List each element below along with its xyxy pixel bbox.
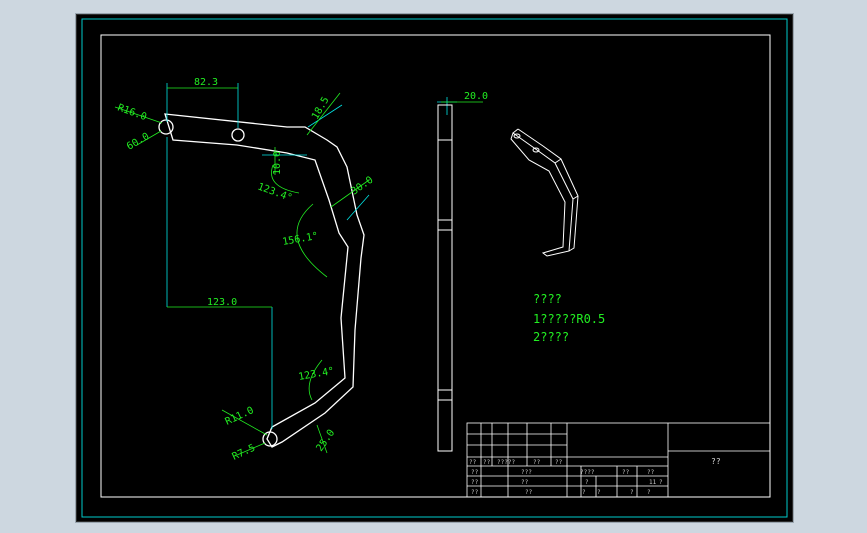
dim-r11: R11.0 xyxy=(224,405,256,428)
tb-row4-c: ? xyxy=(630,489,634,496)
lever-outline xyxy=(158,113,365,448)
tb-row2-c: ???? xyxy=(580,469,595,476)
tb-row1-c4: ?? xyxy=(533,459,541,466)
inner-frame xyxy=(100,34,771,498)
extension-lines xyxy=(166,83,457,429)
tb-row3-b: ?? xyxy=(521,479,529,486)
tb-row4-f: ? xyxy=(659,479,663,486)
dim-r7-5: R7.5 xyxy=(231,443,257,463)
dim-123-4-bottom: 123.4° xyxy=(298,366,335,383)
tb-row2-e: ?? xyxy=(647,469,655,476)
tb-row4-d: ? xyxy=(647,489,651,496)
tb-row2-b: ??? xyxy=(521,469,532,476)
tb-row3-d: ? xyxy=(597,489,601,496)
tb-part-name: ?? xyxy=(711,457,721,466)
dim-30: 30.0 xyxy=(349,175,375,198)
tb-row4-e: ? xyxy=(585,479,589,486)
tb-row4-a: ?? xyxy=(471,489,479,496)
dim-25: 25.0 xyxy=(314,428,337,454)
note-line-2: 1?????R0.5 xyxy=(533,312,605,326)
dim-r16: R16.0 xyxy=(116,102,148,123)
title-block xyxy=(466,422,771,498)
note-line-1: ???? xyxy=(533,292,562,306)
dim-20: 20.0 xyxy=(464,91,488,102)
drawing-sheet: 82.3 R16.0 60.0 10.0 18.5 123.4° 30.0 15… xyxy=(76,14,793,522)
dim-156-1: 156.1° xyxy=(282,231,319,248)
tb-row1-c1: ?? xyxy=(469,459,477,466)
tb-row1-c5: ?? xyxy=(555,459,563,466)
tb-row3-a: ?? xyxy=(471,479,479,486)
tb-row1-c2: ?? xyxy=(483,459,491,466)
dim-123-4-top: 123.4° xyxy=(256,181,294,204)
tb-row3-e: 11 xyxy=(649,479,657,486)
isometric-view xyxy=(510,128,579,257)
tb-row3-c: ? xyxy=(582,489,586,496)
dim-82-3: 82.3 xyxy=(194,77,218,88)
dim-10: 10.0 xyxy=(272,151,283,175)
dimension-lines xyxy=(114,87,483,456)
tb-row1-c3: ????? xyxy=(497,459,515,466)
tb-row2-a: ?? xyxy=(471,469,479,476)
side-view xyxy=(437,104,453,452)
title-block-text: ?? ?? ????? ?? ?? ?? ??? ???? ?? ?? ?? ?… xyxy=(469,457,721,496)
tb-row4-b: ?? xyxy=(525,489,533,496)
dim-60: 60.0 xyxy=(125,131,151,153)
outer-frame xyxy=(81,18,788,518)
note-line-3: 2???? xyxy=(533,330,569,344)
cad-drawing-canvas[interactable]: 82.3 R16.0 60.0 10.0 18.5 123.4° 30.0 15… xyxy=(77,15,792,521)
tb-row2-d: ?? xyxy=(622,469,630,476)
dim-123-0: 123.0 xyxy=(207,297,237,308)
